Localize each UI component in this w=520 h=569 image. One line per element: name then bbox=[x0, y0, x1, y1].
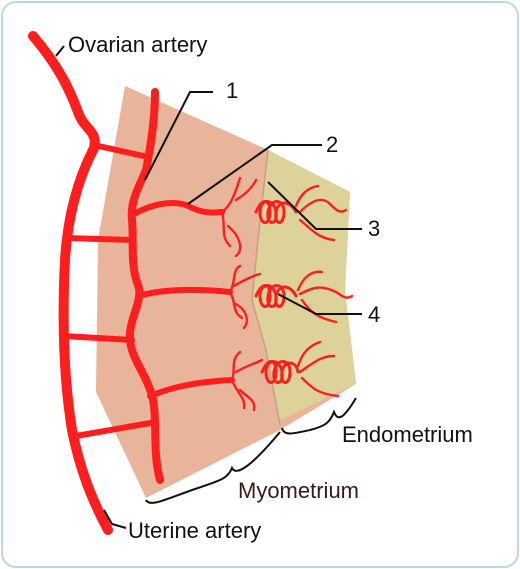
ovarian-leader-line bbox=[55, 45, 65, 57]
radial-artery bbox=[135, 286, 233, 299]
radial-artery bbox=[147, 377, 235, 399]
spiral-arteries bbox=[254, 200, 300, 384]
leader-line-2 bbox=[187, 144, 322, 205]
leader-line-3 bbox=[267, 181, 362, 230]
label-number-4: 4 bbox=[368, 302, 380, 327]
label-number-1: 1 bbox=[226, 78, 238, 103]
radial-artery bbox=[131, 200, 225, 217]
uterine-artery-label: Uterine artery bbox=[128, 518, 261, 543]
label-number-3: 3 bbox=[368, 216, 380, 241]
endometrium-layer bbox=[252, 150, 356, 420]
myometrium-label: Myometrium bbox=[238, 478, 359, 503]
connecting-artery bbox=[63, 235, 135, 243]
ovarian-artery-label: Ovarian artery bbox=[68, 32, 207, 57]
connecting-artery bbox=[91, 142, 151, 160]
myometrium-brace bbox=[145, 431, 281, 504]
uterine-leader-line bbox=[103, 509, 127, 529]
label-number-2: 2 bbox=[326, 132, 338, 157]
endometrium-label: Endometrium bbox=[342, 422, 473, 447]
uterine-artery-vessel bbox=[28, 31, 113, 535]
connecting-artery bbox=[73, 419, 159, 439]
leader-line-1 bbox=[144, 91, 213, 181]
leader-line-4 bbox=[277, 293, 362, 315]
endometrium-brace bbox=[281, 397, 357, 435]
connecting-artery bbox=[61, 333, 135, 343]
